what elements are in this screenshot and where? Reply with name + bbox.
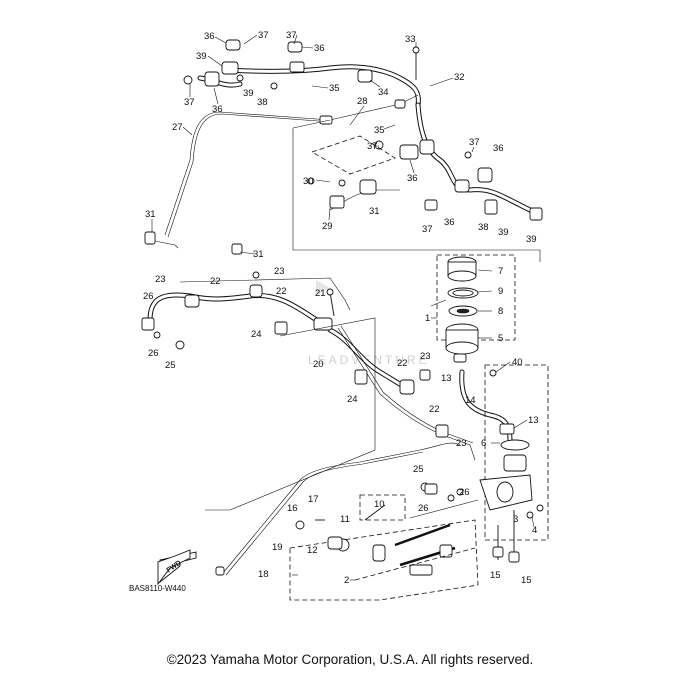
callout-39[interactable]: 39 (243, 88, 254, 99)
callout-13[interactable]: 13 (528, 415, 539, 426)
callout-29[interactable]: 29 (322, 221, 333, 232)
fwd-arrow-icon: FWD (157, 549, 197, 586)
callout-23[interactable]: 23 (456, 438, 467, 449)
callout-22[interactable]: 22 (429, 404, 440, 415)
callout-36[interactable]: 36 (444, 217, 455, 228)
callout-8[interactable]: 8 (498, 306, 503, 317)
callout-26[interactable]: 26 (459, 487, 470, 498)
callout-21[interactable]: 21 (315, 288, 326, 299)
callout-14[interactable]: 14 (465, 395, 476, 406)
callout-20[interactable]: 20 (313, 359, 324, 370)
callout-36[interactable]: 36 (204, 31, 215, 42)
callout-36[interactable]: 36 (212, 104, 223, 115)
callout-22[interactable]: 22 (210, 276, 221, 287)
callout-15[interactable]: 15 (490, 570, 501, 581)
callout-22[interactable]: 22 (397, 358, 408, 369)
watermark-logo (316, 280, 330, 296)
callout-26[interactable]: 26 (148, 348, 159, 359)
callout-38[interactable]: 38 (478, 222, 489, 233)
callout-24[interactable]: 24 (251, 329, 262, 340)
callout-23[interactable]: 23 (420, 351, 431, 362)
callout-39[interactable]: 39 (196, 51, 207, 62)
callout-33[interactable]: 33 (405, 34, 416, 45)
callout-39[interactable]: 39 (526, 234, 537, 245)
callout-31[interactable]: 31 (145, 209, 156, 220)
callout-9[interactable]: 9 (498, 286, 503, 297)
callout-31[interactable]: 31 (253, 249, 264, 260)
callout-39[interactable]: 39 (498, 227, 509, 238)
callout-11[interactable]: 11 (340, 514, 350, 525)
callout-32[interactable]: 32 (454, 72, 465, 83)
callout-23[interactable]: 23 (274, 266, 285, 277)
callout-13[interactable]: 13 (441, 373, 452, 384)
leader-lines (151, 34, 535, 581)
callout-37[interactable]: 37 (258, 30, 269, 41)
callout-34[interactable]: 34 (378, 87, 389, 98)
callout-7[interactable]: 7 (498, 266, 503, 277)
callout-36[interactable]: 36 (407, 173, 418, 184)
callout-24[interactable]: 24 (347, 394, 358, 405)
callout-18[interactable]: 18 (258, 569, 269, 580)
callout-3[interactable]: 3 (513, 514, 518, 525)
callout-19[interactable]: 19 (272, 542, 283, 553)
callout-23[interactable]: 23 (155, 274, 166, 285)
callout-36[interactable]: 36 (314, 43, 325, 54)
callout-17[interactable]: 17 (308, 494, 319, 505)
callout-37[interactable]: 37 (469, 137, 480, 148)
callout-40[interactable]: 40 (512, 357, 523, 368)
callout-37[interactable]: 37 (286, 30, 297, 41)
callout-6[interactable]: 6 (481, 438, 486, 449)
callout-5[interactable]: 5 (498, 333, 503, 344)
callout-10[interactable]: 10 (374, 499, 385, 510)
callout-36[interactable]: 36 (493, 143, 504, 154)
callout-37[interactable]: 37 (184, 97, 195, 108)
callout-2[interactable]: 2 (344, 575, 349, 586)
callout-15[interactable]: 15 (521, 575, 532, 586)
callout-38[interactable]: 38 (257, 97, 268, 108)
callout-37[interactable]: 37 (367, 141, 378, 152)
callout-31[interactable]: 31 (369, 206, 380, 217)
callout-26[interactable]: 26 (143, 291, 154, 302)
callout-35[interactable]: 35 (374, 125, 385, 136)
callout-28[interactable]: 28 (357, 96, 368, 107)
copyright-notice: ©2023 Yamaha Motor Corporation, U.S.A. A… (166, 652, 534, 667)
callout-27[interactable]: 27 (172, 122, 183, 133)
callout-35[interactable]: 35 (329, 83, 340, 94)
callout-12[interactable]: 12 (307, 545, 318, 556)
upper-hose-assembly (144, 39, 543, 262)
callout-30[interactable]: 30 (303, 176, 314, 187)
callout-4[interactable]: 4 (532, 525, 537, 536)
middle-hose-assembly (141, 271, 476, 511)
callout-22[interactable]: 22 (276, 286, 287, 297)
callout-25[interactable]: 25 (165, 360, 176, 371)
callout-labels: 36 37 37 36 39 33 32 35 34 37 36 39 38 2… (143, 30, 539, 586)
callout-25[interactable]: 25 (413, 464, 424, 475)
callout-1[interactable]: 1 (425, 313, 430, 324)
callout-37[interactable]: 37 (422, 224, 433, 235)
drawing-code: BAS8110-W440 (129, 584, 186, 593)
callout-16[interactable]: 16 (287, 503, 298, 514)
callout-26[interactable]: 26 (418, 503, 429, 514)
